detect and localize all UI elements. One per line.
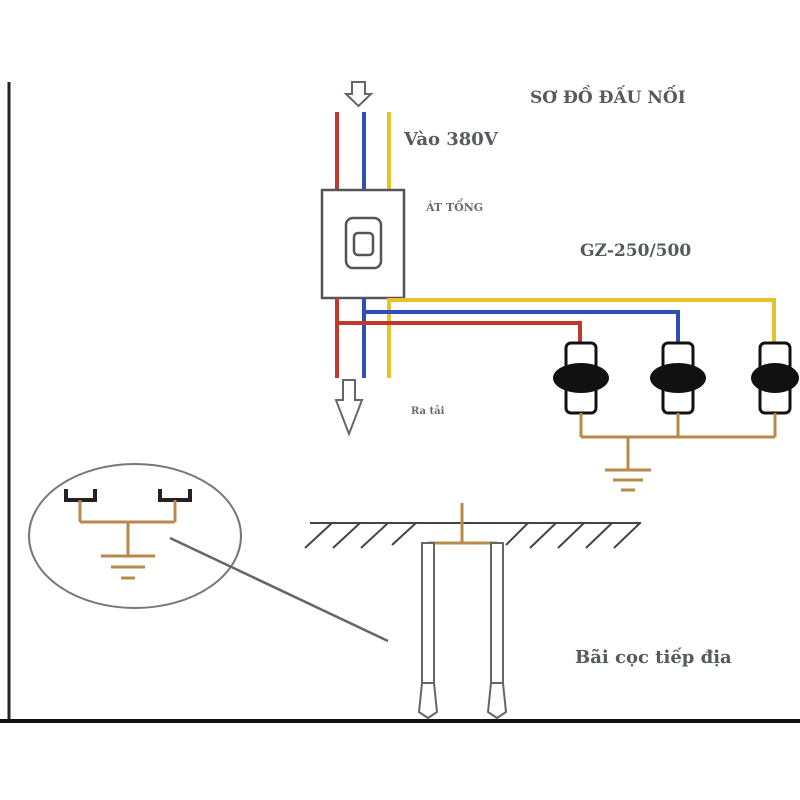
ground-rod-label: Bãi cọc tiếp địa <box>575 646 732 668</box>
detail-ground-icon <box>64 489 192 580</box>
input-voltage-label: Vào 380V <box>403 129 499 150</box>
surge-arrester-blue <box>650 341 706 415</box>
ground-rods <box>417 503 508 720</box>
main-breaker-label: ÁT TỔNG <box>425 198 483 214</box>
detail-zoom-circle <box>28 463 242 609</box>
detail-pointer-line <box>169 536 389 643</box>
wire-blue-branch <box>364 310 680 345</box>
diagram-title: SƠ ĐỒ ĐẤU NỐI <box>530 85 686 108</box>
wire-red-branch <box>337 321 582 345</box>
main-breaker <box>320 188 406 300</box>
output-arrow-icon <box>334 379 364 437</box>
ground-surface <box>304 522 641 549</box>
input-arrow-icon <box>343 81 374 108</box>
arrester-ground-bus <box>579 413 777 492</box>
output-load-label: Ra tải <box>411 406 445 417</box>
arrester-model-label: GZ-250/500 <box>580 241 691 261</box>
wire-yellow-branch <box>389 298 776 345</box>
surge-arrester-red <box>553 341 609 415</box>
surge-arrester-yellow <box>751 341 799 415</box>
